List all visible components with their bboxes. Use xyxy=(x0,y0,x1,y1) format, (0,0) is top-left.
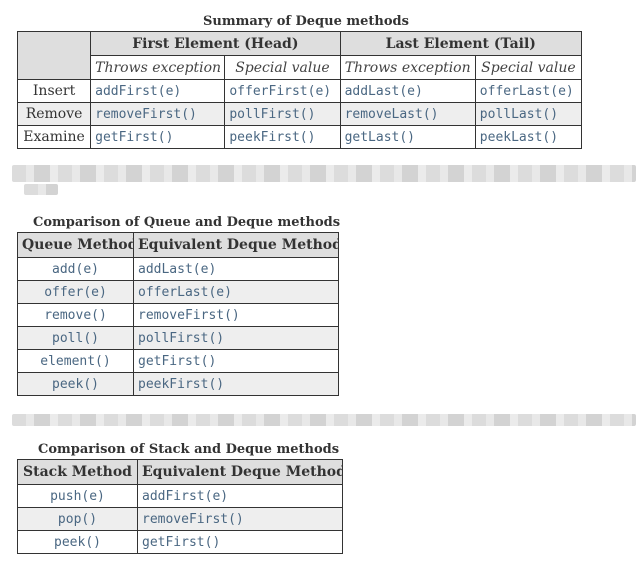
method-link[interactable]: poll() xyxy=(17,326,134,350)
summary-row-insert: Insert addFirst(e) offerFirst(e) addLast… xyxy=(16,79,583,103)
method-link[interactable]: addFirst(e) xyxy=(137,484,343,508)
queue-header: Equivalent Deque Method xyxy=(133,232,339,258)
queue-header: Queue Method xyxy=(17,232,134,258)
summary-row-examine: Examine getFirst() peekFirst() getLast()… xyxy=(16,125,583,149)
method-link[interactable]: removeLast() xyxy=(339,102,476,126)
method-link[interactable]: element() xyxy=(17,349,134,373)
table-row: peek() getFirst() xyxy=(17,530,343,554)
blurred-text-line xyxy=(12,165,636,182)
summary-row-label: Insert xyxy=(16,79,92,103)
method-link[interactable]: addLast(e) xyxy=(133,257,339,281)
table-row: poll() pollFirst() xyxy=(17,326,339,350)
summary-row-label: Examine xyxy=(16,125,92,149)
stack-table-caption: Comparison of Stack and Deque methods xyxy=(38,442,340,457)
method-link[interactable]: addFirst(e) xyxy=(90,79,226,103)
method-link[interactable]: push(e) xyxy=(17,484,138,508)
method-link[interactable]: getLast() xyxy=(339,125,476,149)
summary-row-remove: Remove removeFirst() pollFirst() removeL… xyxy=(16,102,583,126)
method-link[interactable]: peekFirst() xyxy=(133,372,339,396)
method-link[interactable]: getFirst() xyxy=(90,125,226,149)
summary-group-header-row: First Element (Head) Last Element (Tail) xyxy=(16,31,583,80)
method-link[interactable]: removeFirst() xyxy=(137,507,343,531)
method-link[interactable]: pop() xyxy=(17,507,138,531)
blurred-text-line xyxy=(24,184,58,195)
method-link[interactable]: addLast(e) xyxy=(339,79,476,103)
table-row: peek() peekFirst() xyxy=(17,372,339,396)
summary-subhead: Throws exception xyxy=(90,55,226,80)
summary-subhead: Throws exception xyxy=(339,55,476,80)
stack-header-row: Stack Method Equivalent Deque Method xyxy=(17,459,343,485)
queue-deque-table: Queue Method Equivalent Deque Method add… xyxy=(17,232,339,396)
method-link[interactable]: peek() xyxy=(17,372,134,396)
table-row: element() getFirst() xyxy=(17,349,339,373)
summary-group-head: First Element (Head) xyxy=(90,31,341,56)
method-link[interactable]: pollFirst() xyxy=(133,326,339,350)
method-link[interactable]: offerLast(e) xyxy=(474,79,583,103)
summary-row-label: Remove xyxy=(16,102,92,126)
method-link[interactable]: remove() xyxy=(17,303,134,327)
summary-subhead: Special value xyxy=(474,55,583,80)
table-row: offer(e) offerLast(e) xyxy=(17,280,339,304)
method-link[interactable]: offerLast(e) xyxy=(133,280,339,304)
table-row: push(e) addFirst(e) xyxy=(17,484,343,508)
method-link[interactable]: peekFirst() xyxy=(224,125,341,149)
method-link[interactable]: getFirst() xyxy=(133,349,339,373)
stack-deque-table: Stack Method Equivalent Deque Method pus… xyxy=(17,459,343,554)
method-link[interactable]: removeFirst() xyxy=(133,303,339,327)
method-link[interactable]: peekLast() xyxy=(474,125,583,149)
table-row: remove() removeFirst() xyxy=(17,303,339,327)
stack-header: Stack Method xyxy=(17,459,138,485)
blurred-text-line xyxy=(12,414,636,426)
queue-header-row: Queue Method Equivalent Deque Method xyxy=(17,232,339,258)
method-link[interactable]: peek() xyxy=(17,530,138,554)
summary-table-caption: Summary of Deque methods xyxy=(203,14,409,29)
method-link[interactable]: offer(e) xyxy=(17,280,134,304)
method-link[interactable]: offerFirst(e) xyxy=(224,79,341,103)
table-row: add(e) addLast(e) xyxy=(17,257,339,281)
table-row: pop() removeFirst() xyxy=(17,507,343,531)
summary-corner-cell xyxy=(16,31,92,80)
summary-subhead: Special value xyxy=(224,55,341,80)
stack-header: Equivalent Deque Method xyxy=(137,459,343,485)
summary-deque-table: First Element (Head) Last Element (Tail)… xyxy=(16,31,583,149)
method-link[interactable]: removeFirst() xyxy=(90,102,226,126)
summary-subheader-row: Throws exception Special value Throws ex… xyxy=(18,55,583,80)
method-link[interactable]: pollLast() xyxy=(474,102,583,126)
method-link[interactable]: pollFirst() xyxy=(224,102,341,126)
method-link[interactable]: getFirst() xyxy=(137,530,343,554)
method-link[interactable]: add(e) xyxy=(17,257,134,281)
queue-table-caption: Comparison of Queue and Deque methods xyxy=(33,215,341,230)
summary-group-tail: Last Element (Tail) xyxy=(339,31,583,56)
